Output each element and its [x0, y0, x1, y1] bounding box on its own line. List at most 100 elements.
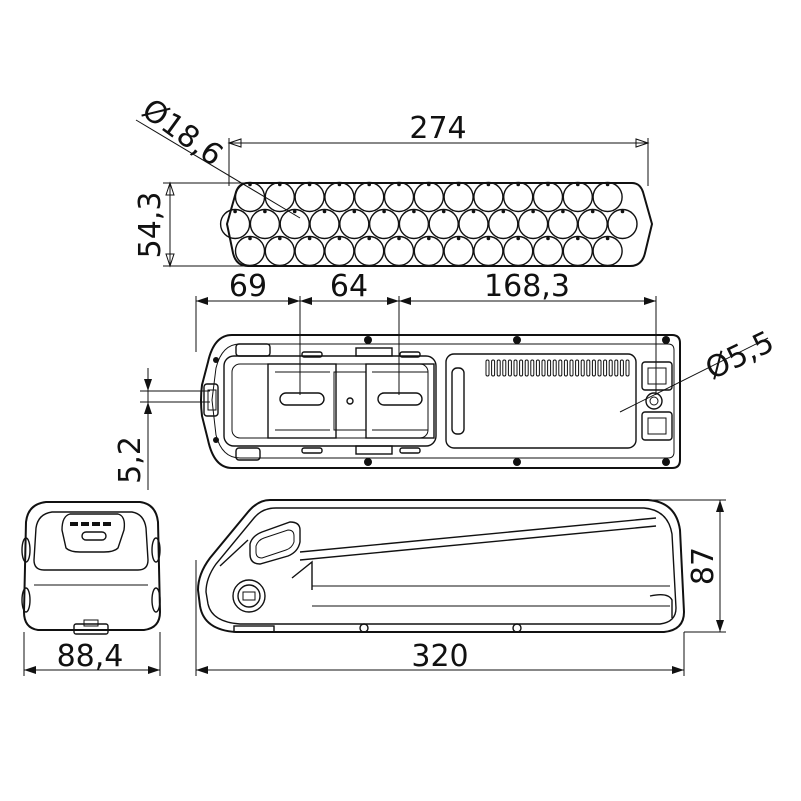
cell-contact-dot — [307, 236, 312, 241]
cell-contact-dot — [367, 182, 372, 187]
cell-pack-outline — [225, 182, 654, 267]
dim-label-seg-c: 168,3 — [484, 269, 570, 304]
vent-slot — [603, 359, 608, 377]
battery-cell — [294, 235, 325, 267]
casing-top-view: 69 64 168,3 — [113, 269, 780, 490]
cell-contact-dot — [397, 236, 401, 241]
battery-cell — [443, 235, 474, 267]
dim-label-cell-diameter: Ø18,6 — [135, 92, 229, 173]
cell-contact-dot — [367, 236, 372, 241]
cell-contact-dot — [412, 209, 416, 214]
cell-contact-dot — [427, 236, 431, 241]
cell-contact-dot — [546, 182, 550, 187]
key-lock — [232, 579, 266, 613]
cell-contact-dot — [486, 182, 491, 187]
vent-slot — [558, 359, 563, 377]
cell-contact-dot — [352, 209, 357, 214]
cell-contact-dot — [307, 182, 312, 187]
battery-cell — [562, 235, 593, 267]
battery-cell — [383, 235, 415, 267]
vent-slot — [591, 359, 596, 377]
battery-cell — [219, 208, 251, 240]
cell-contact-dot — [576, 182, 580, 187]
cell-contact-dot — [456, 236, 461, 241]
casing-screws — [213, 336, 670, 466]
vent-slot — [575, 359, 580, 377]
cell-contact-dot — [292, 209, 297, 214]
cell-contact-dot — [516, 182, 520, 187]
battery-cell — [428, 208, 459, 240]
dim-label-end-width: 88,4 — [57, 639, 124, 674]
vent-slot — [619, 359, 624, 377]
vent-slot — [597, 359, 602, 377]
casing-top-outline — [200, 334, 681, 469]
dim-label-rail-offset: 5,2 — [113, 436, 148, 484]
battery-cell — [294, 181, 325, 213]
battery-cell — [264, 235, 295, 267]
vent-slot — [580, 359, 585, 377]
vent-slot — [569, 359, 574, 377]
dim-leader-hole — [619, 337, 769, 413]
battery-cell — [577, 208, 608, 240]
battery-cell — [607, 208, 638, 240]
cell-contact-dot — [471, 209, 476, 214]
cell-pack-view: 274 Ø18,6 54,3 — [133, 92, 654, 268]
cell-contact-dot — [561, 209, 565, 214]
battery-cell — [234, 181, 266, 213]
vent-slot — [541, 359, 546, 377]
side-view: 87 320 — [195, 499, 726, 676]
battery-cell — [532, 235, 564, 267]
battery-cell — [324, 235, 355, 267]
battery-cell — [249, 208, 281, 240]
cell-contact-dot — [531, 209, 535, 214]
battery-cell — [547, 208, 579, 240]
vent-slot — [586, 359, 591, 377]
battery-cell — [234, 235, 266, 267]
vent-slot — [524, 359, 529, 377]
battery-cell — [592, 235, 623, 267]
battery-cell — [354, 235, 385, 267]
cell-contact-dot — [337, 236, 342, 241]
cell-contact-dot — [620, 209, 625, 214]
battery-cell — [458, 208, 489, 240]
vent-slots — [485, 359, 630, 377]
battery-cell — [473, 181, 504, 213]
vent-slot — [485, 359, 490, 377]
vent-slot — [519, 359, 524, 377]
vent-slot — [614, 359, 619, 377]
cell-contact-dot — [397, 182, 401, 187]
cell-contact-dot — [441, 209, 446, 214]
cell-contact-dot — [263, 209, 267, 214]
battery-cell — [354, 181, 385, 213]
vent-slot — [496, 359, 501, 377]
battery-cell — [517, 208, 549, 240]
cell-contact-dot — [486, 236, 491, 241]
battery-cell — [532, 181, 564, 213]
side-view-outline — [196, 499, 686, 633]
battery-cell — [488, 208, 519, 240]
cell-contact-dot — [590, 209, 595, 214]
dim-label-pack-height: 54,3 — [133, 192, 168, 259]
cell-contact-dot — [382, 209, 386, 214]
mounting-hole — [645, 392, 663, 410]
battery-cell — [368, 208, 400, 240]
battery-cell — [398, 208, 430, 240]
vent-slot — [563, 359, 568, 377]
battery-cell — [339, 208, 370, 240]
dim-label-pack-length: 274 — [409, 111, 466, 146]
dim-label-hole-diameter: Ø5,5 — [700, 324, 779, 387]
cell-contact-dot — [456, 182, 461, 187]
cell-contact-dot — [516, 236, 520, 241]
cell-contact-dot — [322, 209, 327, 214]
battery-cell — [503, 181, 534, 213]
vent-slot — [530, 359, 535, 377]
battery-cell — [383, 181, 415, 213]
battery-cell — [562, 181, 593, 213]
battery-cell — [413, 181, 444, 213]
battery-cell — [324, 181, 355, 213]
cell-contact-dot — [278, 182, 282, 187]
dim-leader-cell-diameter — [135, 119, 301, 219]
vent-slot — [535, 359, 540, 377]
cell-contact-dot — [233, 209, 237, 214]
